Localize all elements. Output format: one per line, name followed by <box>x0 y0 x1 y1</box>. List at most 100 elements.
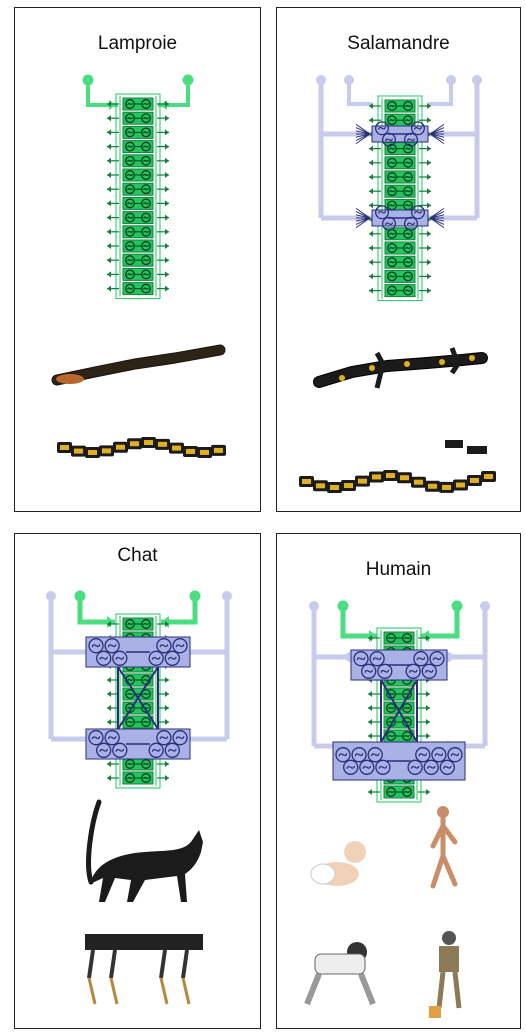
oscillator-circle <box>386 787 396 797</box>
oscillator-circle <box>421 663 437 679</box>
oscillator-circle <box>141 241 151 251</box>
humanoid-torso <box>439 946 459 972</box>
oscillator-wave <box>405 204 411 207</box>
oscillator-wave <box>389 161 395 164</box>
human-cpg-diagram <box>304 600 490 1018</box>
robot-module-stripe <box>386 473 395 479</box>
oscillator-wave <box>405 175 411 179</box>
left-arrowhead-icon <box>369 273 373 280</box>
oscillator-wave <box>143 273 149 276</box>
left-arrowhead-icon <box>107 186 111 193</box>
animal-body <box>52 345 225 385</box>
oscillator-wave <box>127 244 133 248</box>
left-arrowhead-icon <box>369 259 373 266</box>
descending-drive-right <box>161 596 198 625</box>
baby-head <box>344 841 366 863</box>
oscillator-circle <box>125 141 135 152</box>
right-arrowhead-icon <box>426 635 430 641</box>
oscillator-circle <box>387 172 397 182</box>
drive-arrowhead-icon <box>369 630 377 642</box>
spinal-column-frame <box>115 93 161 300</box>
oscillator-wave <box>143 244 149 248</box>
right-arrowhead-icon <box>427 145 431 152</box>
descending-drive-left <box>77 596 115 625</box>
spinal-column-frame <box>376 627 422 803</box>
oscillator-circle <box>125 773 135 783</box>
left-arrowhead-icon <box>107 257 111 264</box>
oscillator-circle <box>387 271 397 282</box>
oscillator-wave <box>175 644 185 648</box>
right-arrowhead-icon <box>165 243 169 249</box>
oscillator-wave <box>389 232 395 235</box>
oscillator-circle <box>125 241 135 251</box>
oscillator-circle <box>386 703 396 713</box>
oscillator-circle <box>369 651 385 667</box>
robot-module-stripe <box>88 449 97 455</box>
left-arrowhead-icon <box>368 719 372 725</box>
humanoid-leg <box>452 971 462 1009</box>
oscillator-wave <box>404 706 410 710</box>
oscillator-circle <box>343 759 359 775</box>
oscillator-circle <box>386 731 396 741</box>
oscillator-wave <box>418 753 428 757</box>
oscillator-wave <box>404 790 410 794</box>
oscillator-circle <box>104 730 120 746</box>
oscillator-circle <box>125 184 135 195</box>
descending-drive-left <box>340 606 377 639</box>
oscillator-wave <box>127 273 133 276</box>
spinal-column-frame <box>115 613 161 789</box>
salamander-leg <box>374 363 386 389</box>
right-arrowhead-icon <box>427 103 431 109</box>
oscillator-wave <box>413 126 423 130</box>
oscillator-circle <box>141 113 151 124</box>
oscillator-circle <box>387 243 397 253</box>
oscillator-circle <box>164 742 180 758</box>
robot-leg-upper <box>87 949 95 979</box>
oscillator-wave <box>405 275 411 278</box>
salamander-spot <box>469 355 475 361</box>
oscillator-circle <box>141 717 151 727</box>
oscillator-wave <box>389 261 395 264</box>
drive-arrowhead-icon <box>421 630 429 642</box>
oscillator-circle <box>141 170 151 180</box>
robot-body <box>85 934 203 950</box>
oscillator-circle <box>374 205 390 220</box>
oscillator-wave <box>127 259 133 262</box>
oscillator-wave <box>127 230 133 233</box>
left-arrowhead-icon <box>368 691 372 697</box>
oscillator-circle <box>112 650 128 666</box>
robot-module-stripe <box>442 484 451 490</box>
oscillator-circle <box>359 759 375 775</box>
oscillator-wave <box>107 736 117 740</box>
oscillator-wave <box>127 622 133 626</box>
left-arrowhead-icon <box>369 188 373 195</box>
cross-coupling <box>380 679 418 743</box>
oscillator-wave <box>380 669 390 673</box>
robot-module-stripe <box>144 440 153 446</box>
oscillator-circle <box>88 730 104 746</box>
oscillator-wave <box>127 776 133 780</box>
robot-module-stripe <box>428 483 437 489</box>
oscillator-circle <box>387 257 397 268</box>
oscillator-wave <box>405 147 411 150</box>
branch-arrowhead-icon <box>341 651 351 663</box>
right-arrowhead-icon <box>427 117 431 124</box>
oscillator-circle <box>125 212 135 223</box>
oscillator-circle <box>403 101 413 111</box>
left-arrowhead-icon <box>107 775 111 781</box>
left-arrowhead-icon <box>369 145 373 152</box>
oscillator-wave <box>377 210 387 214</box>
right-arrowhead-icon <box>426 705 430 711</box>
oscillator-circle <box>125 717 135 727</box>
oscillator-circle <box>104 638 120 654</box>
oscillator-wave <box>405 261 411 264</box>
robot-module-stripe <box>414 479 423 485</box>
right-arrowhead-icon <box>427 159 431 166</box>
oscillator-circle <box>402 731 412 741</box>
muscle-output-arrow <box>429 127 445 135</box>
panel-salamander: Salamandre <box>276 7 521 512</box>
oscillator-wave <box>405 161 411 164</box>
robot-leg-upper <box>181 949 189 979</box>
left-arrowhead-icon <box>107 115 111 122</box>
muscle-output-arrow <box>429 217 445 229</box>
